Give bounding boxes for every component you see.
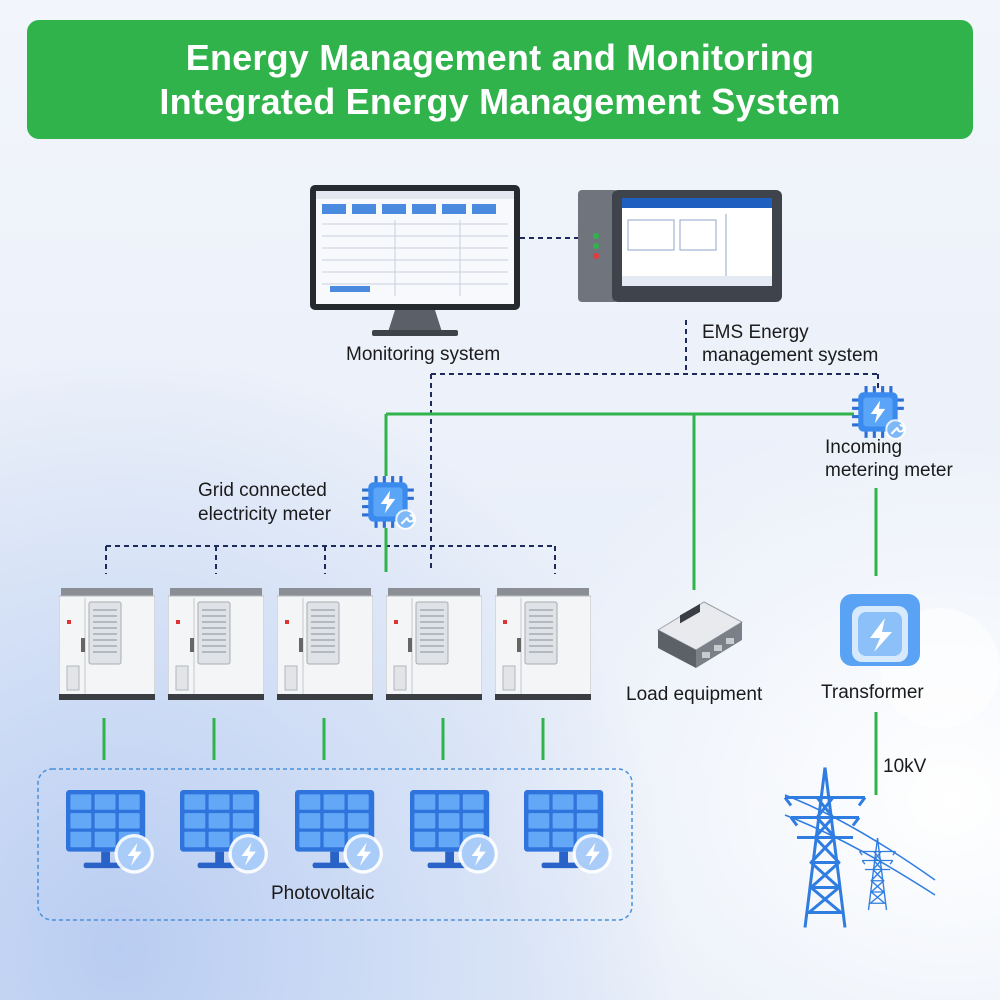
storage-cabinet-2 bbox=[168, 588, 264, 700]
grid-meter-chip-icon bbox=[361, 475, 417, 531]
incoming-meter-label-line-1: Incoming bbox=[825, 437, 903, 458]
title-banner: Energy Management and Monitoring Integra… bbox=[27, 20, 973, 139]
transformer-icon bbox=[840, 594, 1000, 728]
incoming-meter-label-line-2: metering meter bbox=[825, 460, 953, 481]
solar-panel-icon-4 bbox=[410, 790, 498, 874]
transmission-tower-icon bbox=[783, 765, 936, 930]
title-line-1: Energy Management and Monitoring bbox=[185, 36, 815, 78]
incoming-meter-chip-icon bbox=[851, 385, 907, 441]
ems-label-line-2: management system bbox=[702, 345, 879, 366]
load-equipment-icon bbox=[656, 601, 744, 668]
grid-meter-label-line-2: electricity meter bbox=[198, 504, 332, 525]
ems-label-line-1: EMS Energy bbox=[702, 322, 809, 343]
solar-panel-icon-1 bbox=[66, 790, 154, 874]
load-equipment-label: Load equipment bbox=[626, 684, 763, 705]
monitor-icon bbox=[310, 185, 520, 336]
photovoltaic-group-box bbox=[37, 768, 633, 921]
photovoltaic-label: Photovoltaic bbox=[271, 883, 375, 904]
solar-panel-icon-2 bbox=[180, 790, 268, 874]
transformer-label: Transformer bbox=[821, 682, 924, 703]
grid-meter-label-line-1: Grid connected bbox=[198, 480, 327, 501]
storage-cabinet-5 bbox=[495, 588, 591, 700]
title-line-2: Integrated Energy Management System bbox=[159, 80, 841, 122]
touch-panel-icon bbox=[578, 190, 782, 302]
storage-cabinet-4 bbox=[386, 588, 482, 700]
storage-cabinet-1 bbox=[59, 588, 155, 700]
voltage-label: 10kV bbox=[883, 756, 927, 777]
power-lines bbox=[102, 412, 878, 795]
storage-cabinet-3 bbox=[277, 588, 373, 700]
monitoring-system-label: Monitoring system bbox=[346, 344, 501, 365]
communication-lines bbox=[105, 237, 879, 574]
solar-panel-icon-5 bbox=[524, 790, 612, 874]
solar-panel-icon-3 bbox=[295, 790, 383, 874]
